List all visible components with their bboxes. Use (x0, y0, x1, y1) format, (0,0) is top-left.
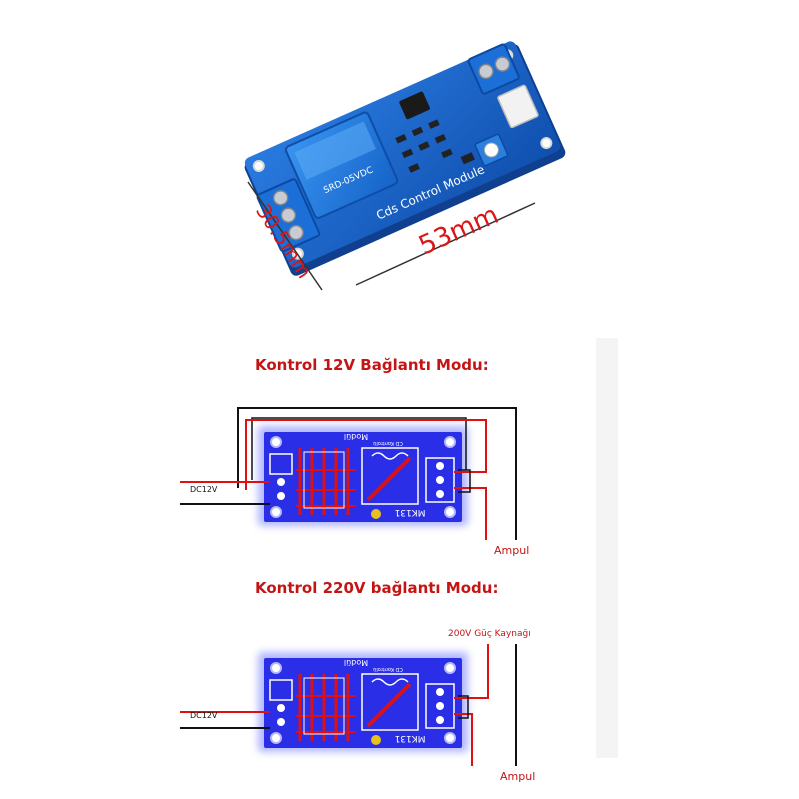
smd-component (418, 141, 430, 151)
smd-component (411, 126, 424, 137)
smd-component (460, 152, 475, 165)
terminal-block-power (467, 43, 520, 95)
board2-relay-outline (361, 673, 419, 731)
smd-component (428, 119, 440, 129)
potentiometer-knob-icon (483, 142, 499, 158)
board2-top-label: Modül (344, 658, 368, 667)
board1-top-label: Modül (344, 432, 368, 441)
pad (436, 462, 444, 470)
board2-pcb (264, 658, 462, 748)
diagram2-title: Kontrol 220V bağlantı Modu: (255, 579, 498, 597)
relay-highlight (294, 121, 376, 180)
mount-hole (270, 436, 282, 448)
board2-traces (298, 674, 350, 741)
board1-wire-black-inner (251, 417, 467, 480)
pad (436, 702, 444, 710)
smd-component (434, 133, 447, 144)
board1-pcb (264, 432, 462, 522)
board2-relay-trace (366, 682, 412, 728)
board2-small-label: CD Kontrolü (373, 666, 403, 672)
board1-input-terminal (269, 453, 293, 475)
pad (436, 688, 444, 696)
board2-wire-red-load (454, 713, 473, 766)
mount-hole (270, 732, 282, 744)
mount-hole (444, 662, 456, 674)
board1-traces (298, 448, 350, 515)
pad (436, 476, 444, 484)
mount-hole (444, 732, 456, 744)
product-photo: SRD-05VDC (244, 41, 566, 291)
diagram2-load-label: Ampul (500, 770, 535, 783)
board2-traces-h (296, 695, 356, 733)
diagram2-supply-label: 200V Güç Kaynağı (448, 629, 531, 639)
diagram1-title: Kontrol 12V Bağlantı Modu: (255, 356, 489, 374)
dimension-line-height (247, 181, 323, 291)
screw-icon (494, 56, 511, 72)
mount-hole (444, 436, 456, 448)
board1-output-terminal (425, 457, 455, 503)
pad (277, 718, 285, 726)
screw-icon (288, 224, 304, 241)
board2-input-terminal (269, 679, 293, 701)
smd-component (441, 148, 453, 159)
diagram-220v: Kontrol 220V bağlantı Modu: Modül CD Kon… (180, 579, 535, 783)
board2-coil-icon (371, 678, 409, 686)
mount-hole (270, 662, 282, 674)
screw-icon (280, 207, 297, 223)
board2-led (371, 735, 381, 745)
board1-marking: MK131 (395, 507, 426, 517)
diagram1-power-label: DC12V (190, 485, 218, 494)
pad (277, 704, 285, 712)
mount-hole (444, 506, 456, 518)
board1-led (371, 509, 381, 519)
pad (436, 490, 444, 498)
screw-icon (272, 190, 289, 206)
background-band (596, 338, 618, 758)
board1-traces-h (296, 469, 356, 507)
diagram-12v: Kontrol 12V Bağlantı Modu: Modül CD Kont… (180, 356, 529, 557)
sensor-connector (497, 84, 539, 129)
board1-relay-outline (361, 447, 419, 505)
board1-coil-icon (371, 452, 409, 460)
ic-chip (399, 91, 430, 120)
board1-wire-red-load (454, 487, 487, 540)
board1-wire-black-loop (237, 407, 517, 540)
mount-hole (540, 137, 553, 150)
pad (277, 492, 285, 500)
pad (277, 478, 285, 486)
board2-wire-red-supply (454, 644, 489, 699)
smd-component (395, 134, 407, 144)
mount-hole (270, 506, 282, 518)
board2-marking: MK131 (395, 733, 426, 743)
board2-ic-outline (303, 677, 345, 735)
board1-small-label: CD Kontrolü (373, 440, 403, 446)
dimension-line-width (355, 202, 536, 286)
diagram2-power-label: DC12V (190, 711, 218, 720)
pad (436, 716, 444, 724)
mount-hole (252, 159, 265, 172)
board1-wire-red-loop (245, 419, 487, 490)
board2-output-terminal (425, 683, 455, 729)
board1-ic-outline (303, 451, 345, 509)
screw-icon (478, 63, 494, 80)
smd-component (408, 163, 420, 173)
board2-wire-jumper (458, 695, 469, 719)
board1-relay-trace (366, 456, 412, 502)
smd-component (401, 148, 414, 159)
diagram1-load-label: Ampul (494, 544, 529, 557)
board1-wire-jumper (458, 469, 471, 493)
